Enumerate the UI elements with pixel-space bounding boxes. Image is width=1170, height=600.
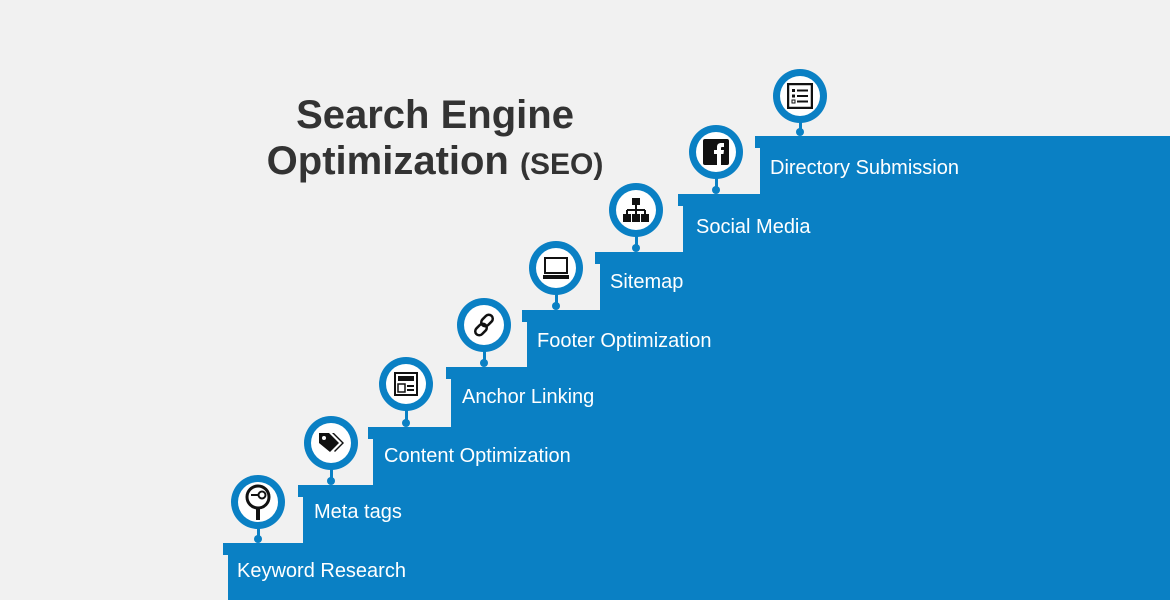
title-seo: (SEO): [520, 148, 604, 181]
pin-stem: [330, 468, 333, 483]
pin-content-optimization: [379, 357, 433, 411]
pin-dot: [327, 477, 335, 485]
step-label: Footer Optimization: [537, 330, 712, 352]
sitemap-icon: [623, 198, 649, 222]
pin-dot: [712, 186, 720, 194]
pin-stem: [257, 525, 260, 541]
pin-dot: [796, 128, 804, 136]
pin-footer-optimization: [529, 241, 583, 295]
pin-stem: [483, 350, 486, 365]
pin-keyword-research: [231, 475, 285, 529]
facebook-icon: [703, 139, 729, 165]
pin-stem: [405, 409, 408, 425]
title-line-2: Optimization (SEO): [220, 138, 650, 188]
step-label: Content Optimization: [384, 445, 571, 467]
step-label: Directory Submission: [770, 157, 959, 179]
pin-sitemap: [609, 183, 663, 237]
step-directory-submission: [755, 136, 1170, 600]
laptop-icon: [543, 257, 569, 279]
pin-meta-tags: [304, 416, 358, 470]
pin-dot: [552, 302, 560, 310]
pin-dot: [254, 535, 262, 543]
list-icon: [787, 83, 813, 109]
step-label: Meta tags: [314, 501, 402, 523]
pin-dot: [480, 359, 488, 367]
pin-stem: [799, 119, 802, 134]
title-line-1: Search Engine: [296, 93, 574, 137]
key-magnifier-icon: [245, 484, 271, 520]
tags-icon: [319, 433, 344, 452]
pin-stem: [555, 292, 558, 308]
pin-dot: [632, 244, 640, 252]
pin-stem: [635, 234, 638, 250]
pin-social-media: [689, 125, 743, 179]
title-optimization: Optimization: [266, 139, 509, 183]
step-label: Sitemap: [610, 271, 684, 293]
pin-directory-submission: [773, 69, 827, 123]
step-label: Keyword Research: [237, 560, 406, 582]
step-label: Anchor Linking: [462, 386, 595, 408]
link-icon: [473, 313, 495, 337]
step-label: Social Media: [696, 216, 811, 238]
pin-stem: [715, 176, 718, 192]
pin-dot: [402, 419, 410, 427]
layout-icon: [394, 372, 418, 396]
pin-anchor-linking: [457, 298, 511, 352]
